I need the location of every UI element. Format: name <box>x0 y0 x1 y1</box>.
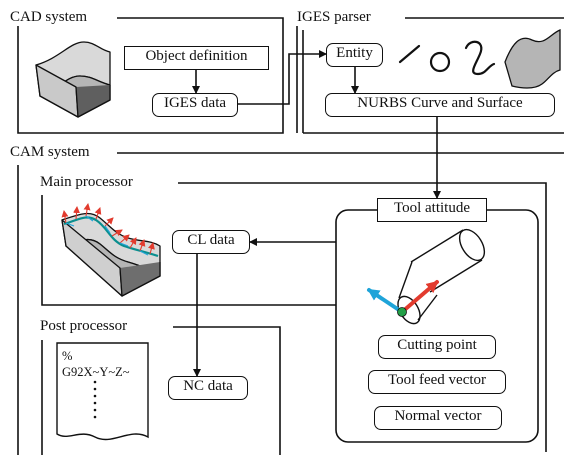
flow-arrows <box>192 50 441 377</box>
main-frame-left <box>41 195 336 306</box>
section-frames <box>17 17 564 455</box>
iges-data-box: IGES data <box>152 93 238 117</box>
cutting-point-box: Cutting point <box>378 335 496 359</box>
normal-vector-arrow <box>367 288 404 314</box>
toolpath-tangent-marks <box>65 215 149 256</box>
tool-illustration <box>397 228 486 325</box>
post-frame <box>173 326 281 455</box>
tool-feed-vector-arrow <box>400 280 439 314</box>
main-frame <box>178 182 547 452</box>
tool-feed-vector-box: Tool feed vector <box>368 370 506 394</box>
spline-entity-icon <box>464 40 496 76</box>
code-line-1: % <box>62 349 73 363</box>
toolpath-surface-icon <box>61 212 161 297</box>
document-icon <box>56 342 149 441</box>
entity-box: Entity <box>326 43 383 67</box>
arrow-iges-to-entity <box>238 50 327 105</box>
code-line-2: G92X~Y~Z~ <box>62 365 130 379</box>
document-ellipsis <box>93 380 97 419</box>
tool-attitude-box: Tool attitude <box>377 198 487 222</box>
surface-entity-icon <box>504 29 561 89</box>
post-processor-title: Post processor <box>37 318 131 335</box>
surface-normal-arrows <box>61 203 155 255</box>
circle-entity-icon <box>429 51 451 73</box>
cutting-point-dot <box>397 307 407 317</box>
iges-parser-title: IGES parser <box>294 9 374 26</box>
normal-vector-box: Normal vector <box>374 406 502 430</box>
cad-system-title: CAD system <box>7 9 91 26</box>
tool-vectors <box>367 280 439 314</box>
cl-data-box: CL data <box>172 230 250 254</box>
cad-block-icon <box>35 41 111 118</box>
nurbs-box: NURBS Curve and Surface <box>325 93 555 117</box>
iges-entity-glyphs <box>398 40 496 76</box>
object-definition-box: Object definition <box>124 46 269 70</box>
line-entity-icon <box>398 44 421 64</box>
nc-data-box: NC data <box>168 376 248 400</box>
cam-system-title: CAM system <box>7 144 93 161</box>
main-processor-title: Main processor <box>37 174 136 191</box>
